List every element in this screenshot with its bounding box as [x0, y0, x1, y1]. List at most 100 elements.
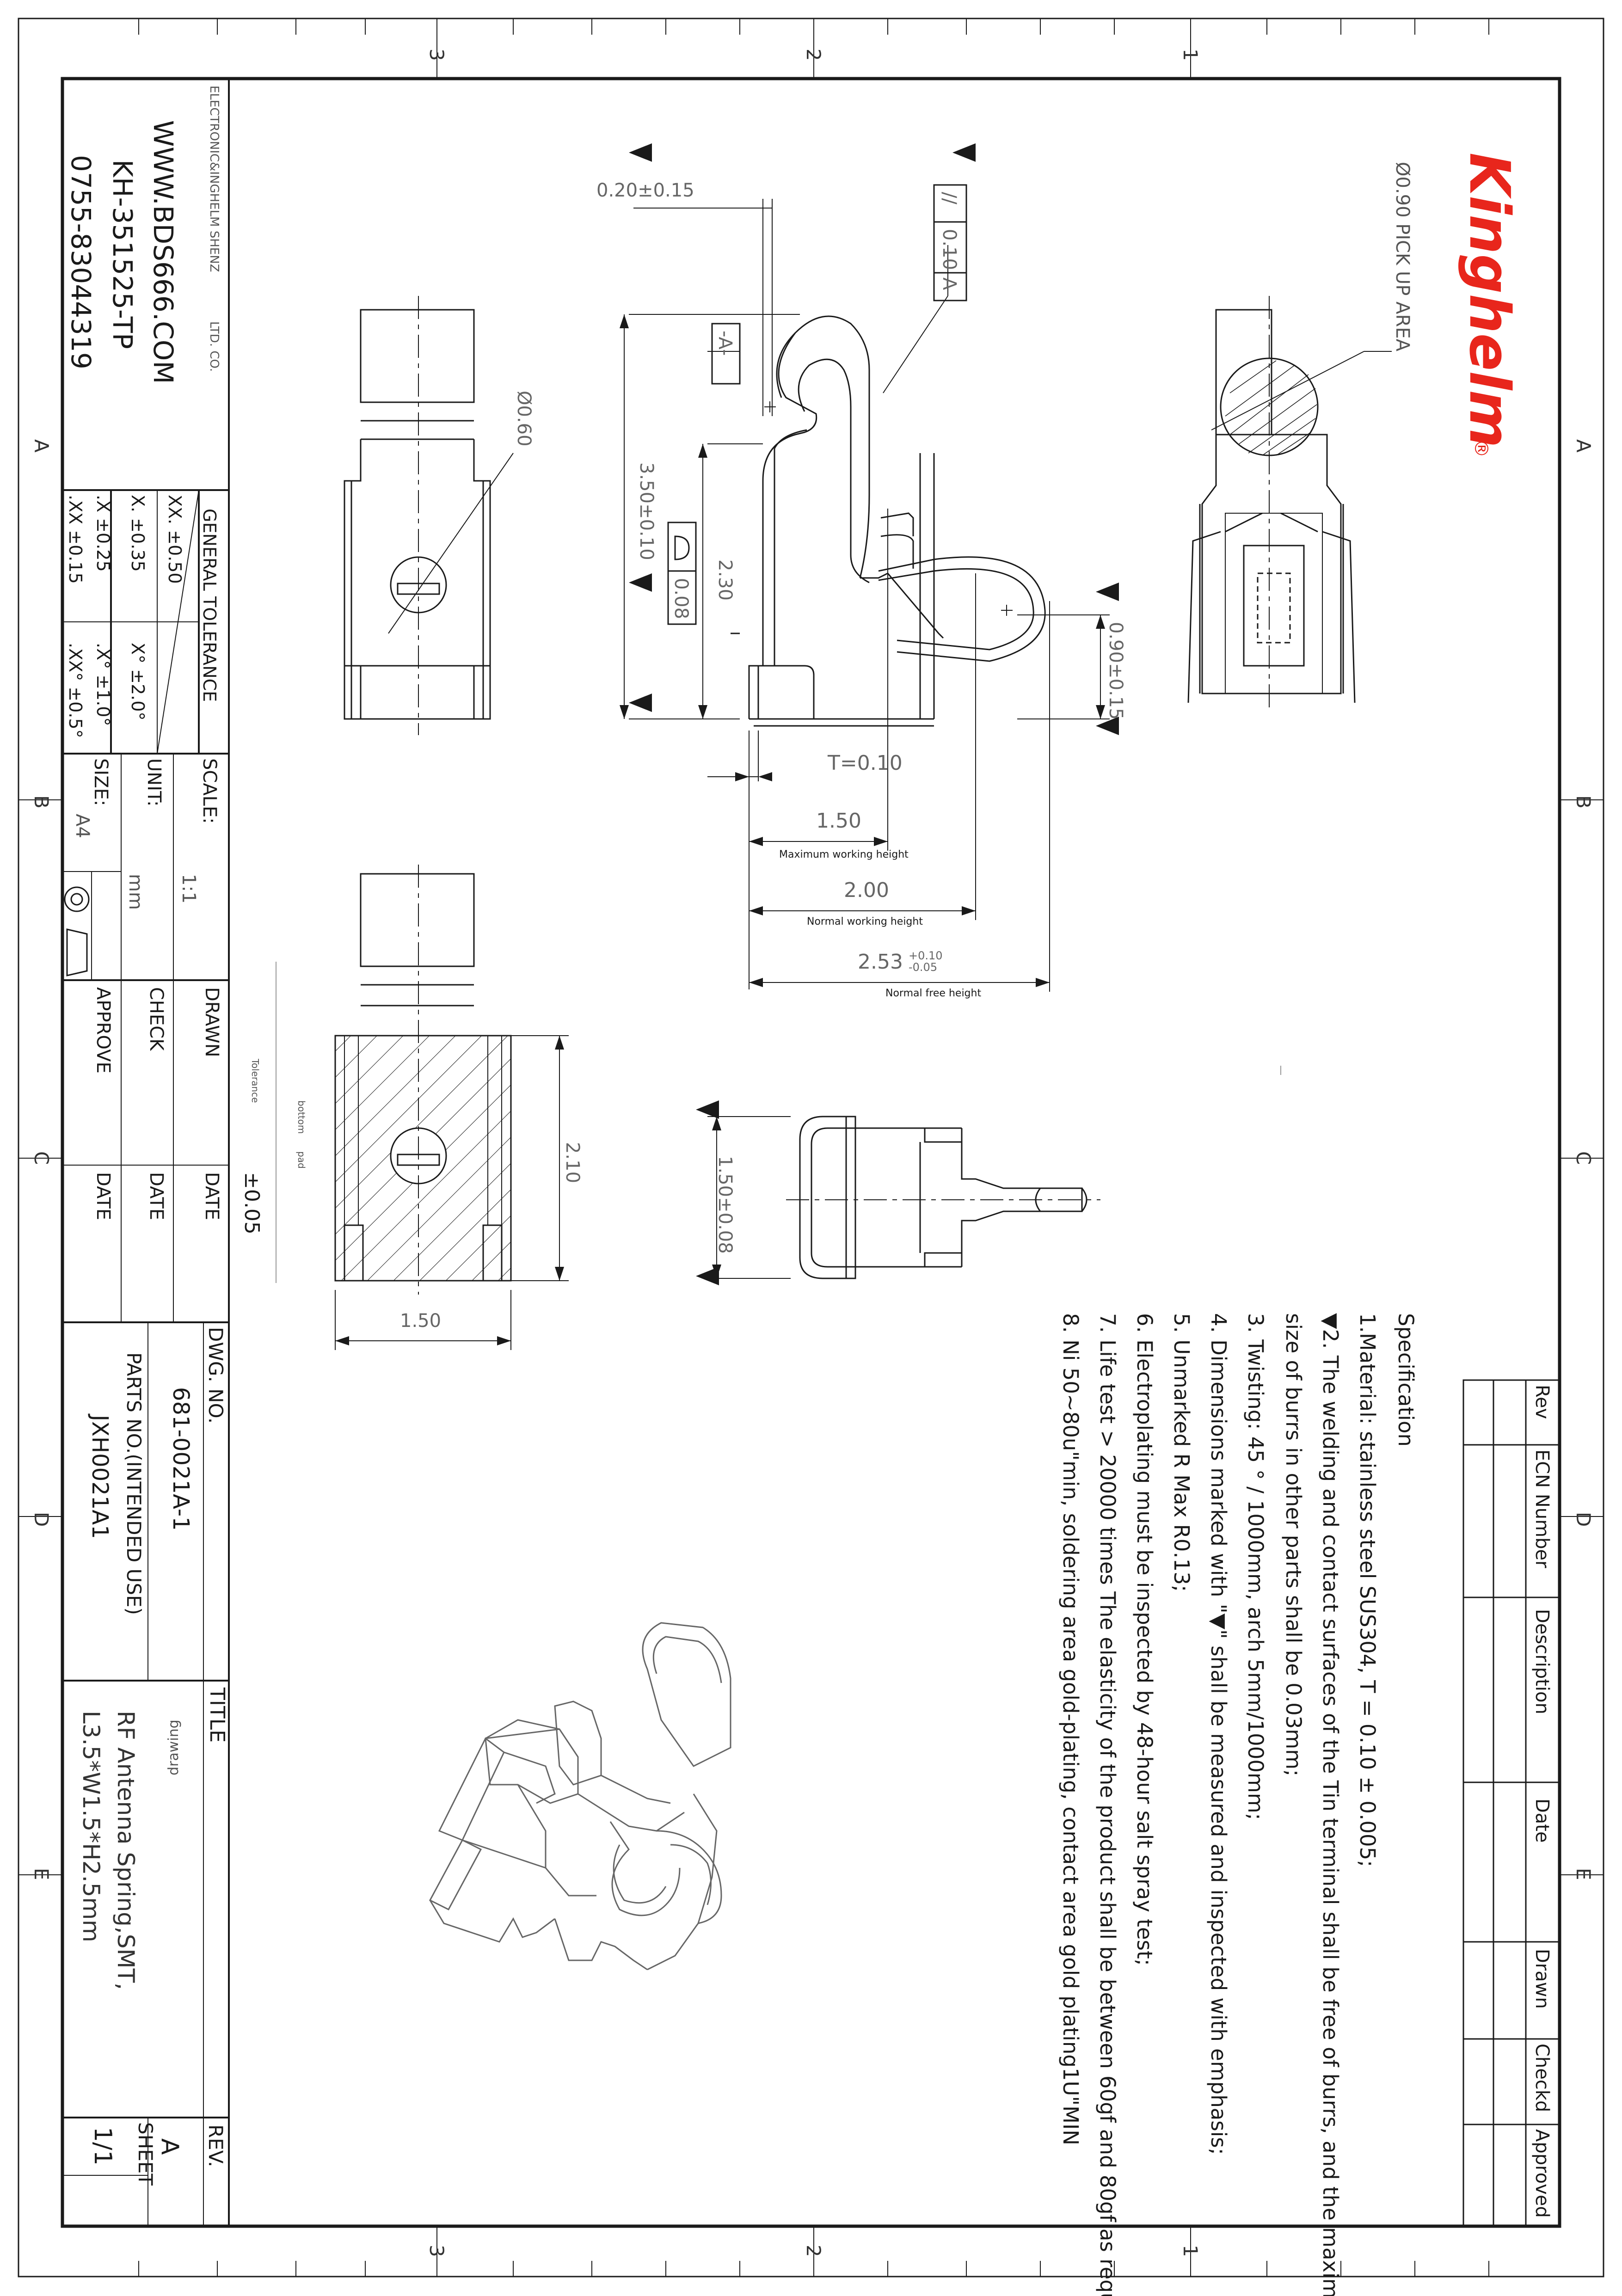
free-height-label: Normal free height — [885, 988, 981, 999]
drawing-word: drawing — [166, 1719, 182, 1775]
zone-row-label: A — [1572, 439, 1595, 453]
emphasis-marker — [629, 143, 652, 162]
rev-header: Rev — [1531, 1385, 1553, 1419]
description-header: Description — [1531, 1609, 1553, 1714]
tolerance-linear: XX. ±0.50 — [165, 495, 185, 584]
general-tolerance: GENERAL TOLERANCE XX. ±0.50 X. ±0.35 .X … — [65, 495, 220, 738]
contact-gap-dim: 0.90±0.15 — [1105, 622, 1126, 720]
size-value: A4 — [72, 814, 93, 838]
title-line-2: L3.5*W1.5*H2.5mm — [78, 1711, 104, 1942]
emphasis-marker — [629, 573, 652, 592]
zone-row-label: C — [1572, 1151, 1595, 1165]
spec-item: size of burrs in other parts shall be 0.… — [1281, 1313, 1306, 1776]
rev-label: REV. — [204, 2124, 227, 2167]
kinghelm-logo: Kinghelm ® — [1457, 153, 1521, 458]
date-label: DATE — [92, 1172, 114, 1220]
zone-col-label: 1 — [1179, 49, 1202, 61]
tolerance-side-label: Tolerance — [250, 1058, 261, 1103]
zone-col-label: 3 — [425, 49, 448, 61]
dwg-no-value: 681-0021A-1 — [168, 1387, 194, 1531]
rev-value: A — [156, 2138, 184, 2155]
sheet-label: SHEET — [134, 2122, 157, 2185]
zone-labels: 3 2 1 3 2 1 A B C D E A B C D E — [30, 49, 1595, 2257]
tolerance-linear: X. ±0.35 — [128, 495, 148, 572]
parallel-tolerance-frame: // 0.10 A — [933, 184, 967, 301]
drawn-header: Drawn — [1531, 1949, 1553, 2009]
spec-item: 7. Life test > 20000 times The elasticit… — [1095, 1313, 1120, 2296]
profile-tol: 0.08 — [670, 578, 692, 619]
approve-label: APPROVE — [92, 987, 114, 1074]
company-name: ELECTRONIC&INGHELM SHENZ — [207, 86, 221, 272]
tolerance-angular: .XX° ±0.5° — [65, 643, 86, 738]
company-model: KH-351525-TP — [107, 160, 138, 349]
datum-a-label-box: -A- — [711, 323, 741, 385]
zone-col-label: 2 — [802, 49, 825, 61]
dimension-arrows — [620, 143, 1119, 987]
spec-title: Specification — [1394, 1313, 1418, 1447]
height-mid-dim: 2.30 — [714, 559, 736, 601]
bottom-view — [707, 1116, 1100, 1279]
parallel-symbol: // — [939, 192, 960, 204]
ecn-header: ECN Number — [1531, 1449, 1553, 1568]
datum-label: -A- — [714, 331, 736, 356]
pad-tolerance-note: Tolerance bottom pad ±0.05 — [240, 962, 307, 1283]
zone-col-label: 2 — [802, 2245, 825, 2257]
company-website: WWW.BDS666.COM — [147, 120, 179, 384]
profile-tolerance-frame: 0.08 — [667, 522, 697, 625]
zone-col-label: 3 — [425, 2245, 448, 2257]
side-width-dim: 1.50±0.08 — [714, 1156, 736, 1254]
approved-header: Approved — [1531, 2129, 1553, 2218]
company-info: ELECTRONIC&INGHELM SHENZ LTD. CO. WWW.BD… — [65, 86, 221, 384]
sheet-value: 1/1 — [89, 2127, 117, 2166]
approval-block: DRAWN CHECK APPROVE DATE DATE DATE — [92, 987, 222, 1220]
height-total-dim: 3.50±0.10 — [636, 462, 657, 560]
rev-sheet-block: REV. A SHEET 1/1 — [89, 2122, 227, 2185]
emphasis-marker — [629, 694, 652, 712]
date-label: DATE — [146, 1172, 167, 1220]
bottom-view-arrows — [696, 1100, 721, 1285]
pad-width-dim: 1.50 — [400, 1310, 441, 1332]
hole-dia-dim: Ø0.60 — [513, 391, 535, 447]
free-height-tol-minus: -0.05 — [909, 961, 937, 974]
emphasis-marker — [1096, 717, 1119, 735]
pad-label: pad — [296, 1151, 307, 1169]
parts-no-label: PARTS NO.(INTENDED USE) — [123, 1352, 145, 1615]
size-label: SIZE: — [90, 758, 111, 806]
check-label: CHECK — [146, 987, 167, 1051]
zone-row-label: A — [30, 439, 53, 453]
pad-height-dim: 2.10 — [562, 1142, 583, 1183]
tolerance-linear: .X ±0.25 — [93, 495, 113, 572]
pad-bottom-label: bottom — [296, 1100, 307, 1134]
max-working-dim: 1.50 — [816, 809, 861, 833]
scale-unit-size: SCALE: 1:1 UNIT: mm SIZE: A4 — [64, 758, 220, 976]
revision-table: Rev ECN Number Description Date Drawn Ch… — [1462, 1379, 1561, 2227]
free-height-dim: 2.53 — [858, 950, 903, 974]
title-label: TITLE — [205, 1687, 229, 1743]
tolerance-title: GENERAL TOLERANCE — [199, 509, 220, 702]
spec-item: 3. Twisting: 45 ° / 1000mm, arch 5mm/100… — [1243, 1313, 1268, 1820]
parts-no-value: JXH0021A1 — [87, 1413, 113, 1539]
date-header: Date — [1531, 1799, 1553, 1843]
zone-col-label: 1 — [1179, 2245, 1202, 2257]
normal-working-dim: 2.00 — [844, 878, 889, 902]
drawing-number-block: DWG. NO. 681-0021A-1 PARTS NO.(INTENDED … — [87, 1327, 227, 1615]
zone-row-label: D — [1572, 1512, 1595, 1527]
tolerance-angular: X° ±2.0° — [128, 643, 148, 720]
dwg-no-label: DWG. NO. — [204, 1327, 227, 1424]
unit-value: mm — [125, 874, 146, 910]
pad-layout-view — [334, 865, 569, 1350]
isometric-view — [429, 1622, 731, 1971]
zone-row-label: E — [1572, 1868, 1595, 1880]
flatness-dim: 0.20±0.15 — [596, 180, 694, 201]
normal-working-label: Normal working height — [807, 916, 923, 927]
scale-value: 1:1 — [178, 874, 199, 903]
free-height-tol-plus: +0.10 — [909, 949, 943, 962]
drawn-label: DRAWN — [201, 987, 222, 1057]
zone-row-label: E — [30, 1868, 53, 1880]
spec-item: 6. Electroplating must be inspected by 4… — [1132, 1313, 1157, 1966]
logo-text: Kinghelm — [1457, 153, 1521, 448]
checkd-header: Checkd — [1531, 2044, 1553, 2112]
logo-registered: ® — [1470, 439, 1492, 458]
spec-item: 1.Material: stainless steel SUS304, T = … — [1355, 1313, 1380, 1867]
company-phone: 0755-83044319 — [65, 155, 97, 369]
